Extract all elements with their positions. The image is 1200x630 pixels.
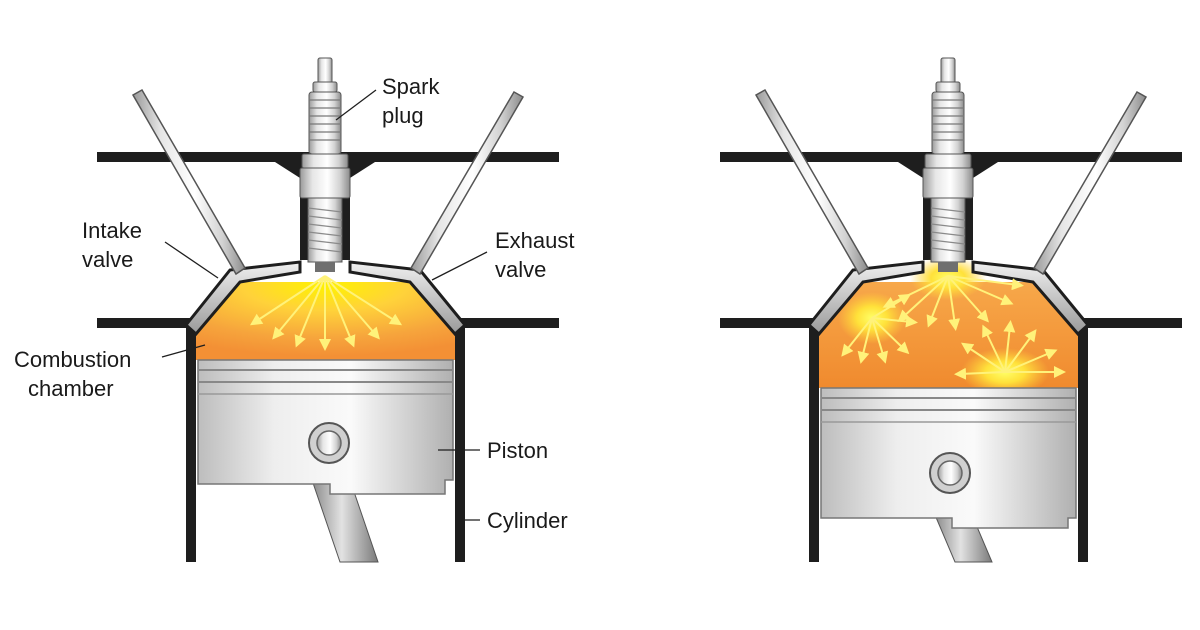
piston-left	[197, 359, 454, 563]
leader-spark-plug	[335, 89, 377, 121]
deck-plate-right-b	[1079, 318, 1182, 328]
chamber-roof-left-a	[183, 260, 302, 337]
leader-exhaust-valve	[431, 251, 488, 281]
cylinder-wall-right-a	[809, 322, 819, 562]
piston-right	[820, 387, 1077, 563]
spark-plug-right	[922, 57, 974, 272]
chamber-roof-right-a	[806, 260, 925, 337]
flame-arrows-right	[841, 275, 1066, 380]
leader-combustion-chamber	[161, 344, 206, 358]
deck-plate-left-a	[97, 318, 195, 328]
exhaust-valve-stem-right	[1032, 90, 1148, 276]
exhaust-valve-stem-left	[409, 90, 525, 276]
cylinder-wall-left-a	[186, 322, 196, 562]
cylinder-wall-left-b	[455, 322, 465, 562]
cylinder-wall-right-b	[1078, 322, 1088, 562]
engine-right	[720, 57, 1182, 563]
leader-intake-valve	[164, 241, 219, 279]
deck-plate-right-a	[720, 318, 818, 328]
label-piston: Piston	[487, 438, 548, 463]
spark-plug-left	[299, 57, 351, 272]
flame-arrows-left	[249, 275, 403, 351]
deck-plate-left-b	[456, 318, 559, 328]
label-cylinder: Cylinder	[487, 508, 568, 533]
intake-valve-stem-left	[131, 88, 247, 276]
intake-valve-stem-right	[754, 88, 870, 276]
